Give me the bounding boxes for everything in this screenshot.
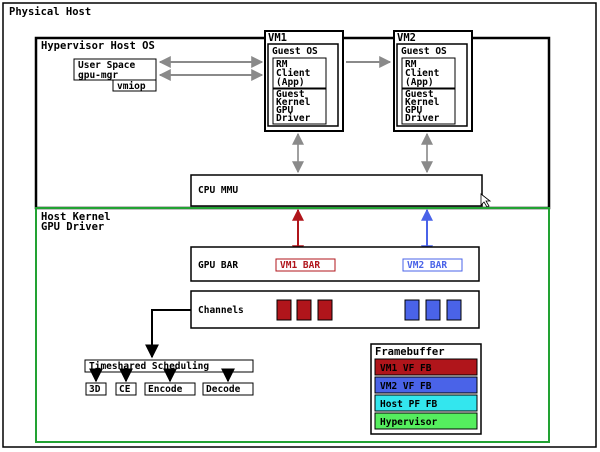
engine-decode-box	[202, 382, 254, 396]
engine-ce-box	[115, 382, 137, 396]
vm2-guest-driver-line: Kernel	[405, 97, 440, 108]
vm2-guest-driver-line: GPU	[405, 105, 422, 116]
engine-encode-label: Encode	[148, 384, 183, 395]
vm1-guest-driver-line: Driver	[276, 113, 311, 124]
vm2-title: VM2	[397, 32, 416, 44]
framebuffer-region	[374, 394, 478, 412]
engine-decode-label: Decode	[206, 384, 241, 395]
physical-host-title: Physical Host	[9, 6, 91, 18]
host-kernel-box	[35, 207, 550, 443]
vm2-guest-driver-line: Driver	[405, 113, 440, 124]
cpu-mmu-box	[190, 174, 483, 207]
vm2-bar-box	[402, 258, 463, 272]
vm1-rm-client-line: RM	[276, 59, 288, 70]
engine-3d-box	[85, 382, 107, 396]
vm2-rm-client-box	[401, 57, 456, 89]
vm1-guest-driver-box	[272, 88, 327, 125]
gpu-mgr-label: gpu-mgr	[78, 70, 118, 81]
hypervisor-title: Hypervisor Host OS	[41, 40, 155, 52]
user-space-label: User Space	[78, 60, 135, 71]
vm2-rm-client-line: (App)	[405, 77, 434, 88]
cursor-icon	[480, 193, 492, 208]
vmiop-label: vmiop	[117, 81, 146, 92]
vmiop-box	[112, 79, 157, 92]
framebuffer-region-label: Hypervisor	[380, 417, 437, 428]
vm1-guest-driver-line: Kernel	[276, 97, 311, 108]
engine-encode-box	[144, 382, 196, 396]
vm1-bar-box	[275, 258, 336, 272]
vm1-bar-label: VM1 BAR	[280, 260, 320, 271]
vm1-rm-client-box	[272, 57, 327, 89]
framebuffer-region-label: VM2 VF FB	[380, 381, 432, 392]
vm1-guest-driver-line: Guest	[276, 89, 305, 100]
host-kernel-title: Host Kernel	[41, 211, 111, 223]
vm1-guest-os-label: Guest OS	[272, 46, 318, 57]
framebuffer-region	[374, 412, 478, 430]
vm1-title: VM1	[268, 32, 287, 44]
framebuffer-title: Framebuffer	[375, 346, 445, 358]
engine-ce-label: CE	[119, 384, 131, 395]
scheduling-label: Timeshared Scheduling	[89, 361, 209, 372]
vm2-channel	[404, 299, 420, 321]
framebuffer-region-label: VM1 VF FB	[380, 363, 432, 374]
vm2-rm-client-line: RM	[405, 59, 417, 70]
vm2-channel	[425, 299, 441, 321]
vm1-rm-client-line: Client	[276, 68, 310, 79]
gpu-bar-label: GPU BAR	[198, 260, 238, 271]
vm1-channel	[276, 299, 292, 321]
vm2-bar-label: VM2 BAR	[407, 260, 447, 271]
host-kernel-subtitle: GPU Driver	[41, 221, 104, 233]
framebuffer-region-label: Host PF FB	[380, 399, 437, 410]
vm2-channel	[446, 299, 462, 321]
vm2-guest-os-label: Guest OS	[401, 46, 447, 57]
engine-3d-label: 3D	[89, 384, 101, 395]
vm1-rm-client-line: (App)	[276, 77, 305, 88]
vm1-channel	[296, 299, 312, 321]
arrow-channels-scheduling	[145, 309, 191, 359]
vm2-rm-client-line: Client	[405, 68, 439, 79]
cpu-mmu-label: CPU MMU	[198, 185, 238, 196]
framebuffer-region	[374, 376, 478, 394]
channels-label: Channels	[198, 305, 244, 316]
vm2-guest-driver-box	[401, 88, 456, 125]
vm1-channel	[317, 299, 333, 321]
framebuffer-region	[374, 358, 478, 376]
vm1-guest-driver-line: GPU	[276, 105, 293, 116]
vm2-guest-driver-line: Guest	[405, 89, 434, 100]
